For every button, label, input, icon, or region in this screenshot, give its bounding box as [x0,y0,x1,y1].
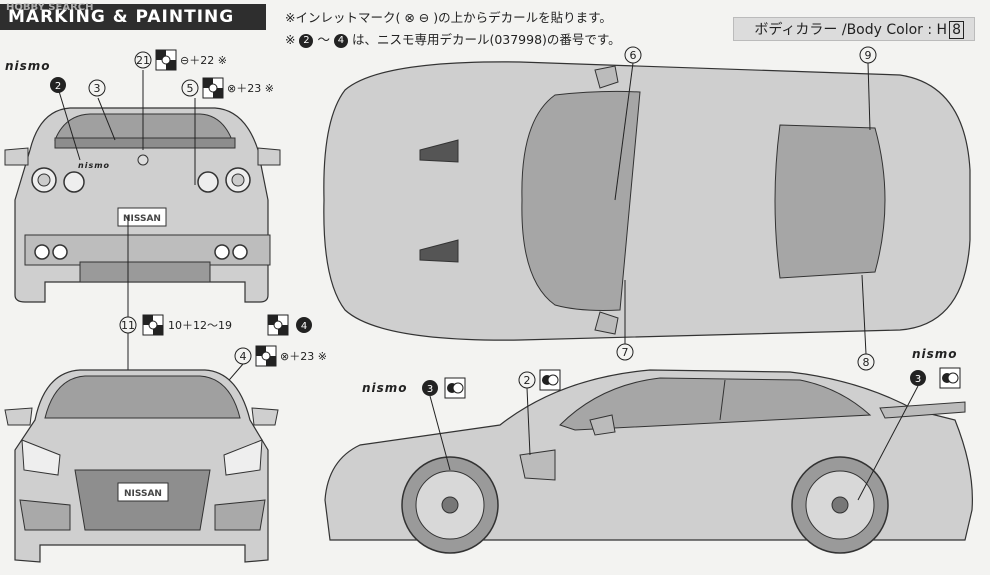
body-color-number: 8 [949,21,964,39]
hobby-search-watermark: HOBBY SEARCH [6,2,94,13]
note-inlet-mark: ※インレットマーク( ⊗ ⊖ )の上からデカールを貼ります。 [285,10,612,25]
side-view [324,369,973,554]
callout-3: 3 [94,82,101,95]
header-bar: HOBBY SEARCH MARKING & PAINTING [0,2,266,30]
front-view: NISSAN [4,369,279,563]
note-number-2: 2 [299,33,314,48]
callout-6: 6 [630,49,637,62]
nismo-logo-side-left: nismo [362,381,408,395]
callout-4-dark: 4 [301,321,307,332]
callout-9: 9 [865,49,872,62]
nismo-logo-side-right: nismo [912,347,958,361]
rear-view: NISSAN nismo [4,70,281,303]
callout-4: 4 [240,350,247,363]
callout-5-formula: ⊗＋23 ※ [227,82,274,95]
top-view [323,61,971,341]
note-range: ～ [317,32,330,47]
callout-21: 21 [136,54,150,67]
body-color-label: ボディカラー /Body Color : [754,22,937,38]
page-title: MARKING & PAINTING [8,7,235,27]
callout-4-formula: ⊗＋23 ※ [280,350,327,363]
front-plate-text: NISSAN [124,489,162,499]
note-text: は、ニスモ専用デカール(037998)の番号です。 [351,32,621,47]
callout-21-formula: ⊖＋22 ※ [180,54,227,67]
nismo-logo-rear: nismo [5,59,51,73]
callout-7: 7 [622,346,629,359]
callout-8: 8 [863,356,870,369]
note-nismo-decal: ※ 2 ～ 4 は、ニスモ専用デカール(037998)の番号です。 [285,29,621,48]
callout-11-formula: 10＋12～19 [168,319,232,332]
callout-11: 11 [121,319,135,332]
callout-3-side-right: 3 [915,374,921,385]
callout-5: 5 [187,82,194,95]
callout-2-dark: 2 [55,81,61,92]
note-number-4: 4 [333,33,348,48]
note-marker: ※ [285,32,296,47]
callout-3-side-left: 3 [427,384,433,395]
callout-2-side: 2 [524,374,531,387]
rear-nismo-badge: nismo [78,161,110,170]
body-color-code: H [936,22,948,38]
rear-plate-text: NISSAN [123,214,161,224]
